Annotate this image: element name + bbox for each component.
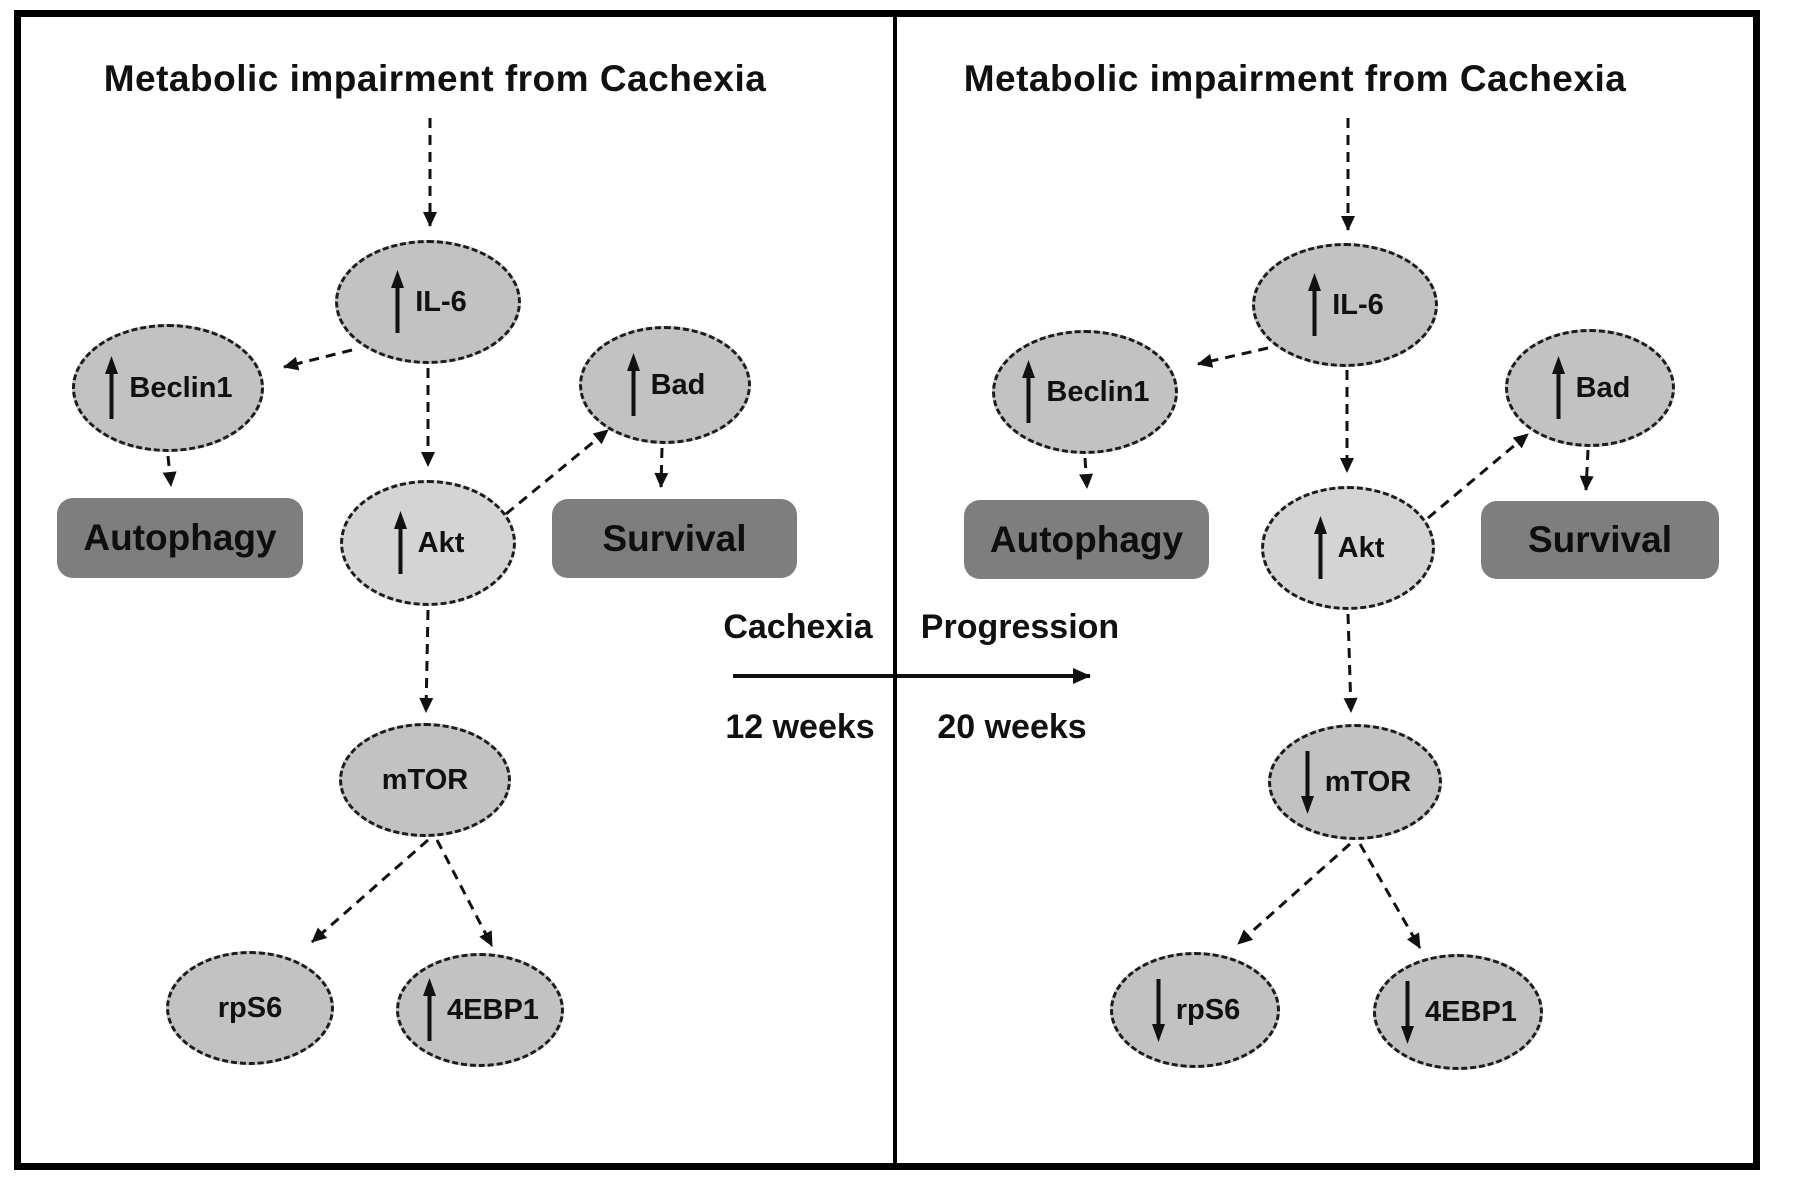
trend-arrow-icon: [392, 510, 409, 576]
node-label: Autophagy: [83, 517, 277, 558]
node-rps6-right: rpS6: [1110, 952, 1280, 1068]
trend-arrow-icon: [1399, 979, 1416, 1045]
node-label: 4EBP1: [1425, 995, 1517, 1028]
node-label: IL-6: [1332, 288, 1384, 321]
timepoint-12-weeks: 12 weeks: [725, 708, 875, 746]
node-akt-left: Akt: [340, 480, 516, 606]
node-beclin1-left: Beclin1: [72, 324, 264, 452]
trend-arrow-icon: [389, 269, 406, 335]
node-autophagy-right: Autophagy: [964, 500, 1209, 579]
node-4ebp1-left: 4EBP1: [396, 953, 564, 1067]
node-label: Survival: [1528, 519, 1672, 560]
phase-label-cachexia: Cachexia: [723, 608, 873, 646]
node-autophagy-left: Autophagy: [57, 498, 303, 578]
node-label: Beclin1: [129, 371, 233, 404]
node-label: mTOR: [381, 763, 469, 796]
node-label: Bad: [1575, 371, 1631, 404]
trend-arrow-icon: [421, 977, 438, 1043]
trend-arrow-icon: [1150, 977, 1167, 1043]
phase-label-progression: Progression: [920, 608, 1120, 646]
node-4ebp1-right: 4EBP1: [1373, 954, 1543, 1070]
trend-arrow-icon: [625, 352, 642, 418]
node-beclin1-right: Beclin1: [992, 330, 1178, 454]
node-label: Bad: [650, 368, 706, 401]
trend-arrow-icon: [1312, 515, 1329, 581]
node-label: rpS6: [1175, 993, 1241, 1026]
node-label: mTOR: [1324, 765, 1412, 798]
node-bad-left: Bad: [579, 326, 751, 444]
outer-border: [14, 10, 1760, 1170]
node-label: Akt: [1337, 531, 1385, 564]
trend-arrow-icon: [1550, 355, 1567, 421]
node-survival-left: Survival: [552, 499, 797, 578]
trend-arrow-icon: [1299, 749, 1316, 815]
node-label: rpS6: [217, 991, 283, 1024]
node-rps6-left: rpS6: [166, 951, 334, 1065]
node-survival-right: Survival: [1481, 501, 1719, 579]
node-label: Autophagy: [989, 518, 1184, 560]
panel-divider: [893, 10, 897, 1170]
trend-arrow-icon: [103, 355, 120, 421]
node-bad-right: Bad: [1505, 329, 1675, 447]
node-il6-left: IL-6: [335, 240, 521, 364]
node-mtor-left: mTOR: [339, 723, 511, 837]
node-label: Survival: [602, 517, 747, 559]
panel-title-right: Metabolic impairment from Cachexia: [963, 58, 1627, 99]
trend-arrow-icon: [1020, 359, 1037, 425]
node-label: 4EBP1: [447, 993, 539, 1026]
timepoint-20-weeks: 20 weeks: [937, 708, 1087, 746]
panel-title-left: Metabolic impairment from Cachexia: [103, 58, 767, 99]
node-label: Beclin1: [1046, 375, 1150, 408]
node-il6-right: IL-6: [1252, 243, 1438, 367]
node-label: IL-6: [415, 285, 467, 318]
node-mtor-right: mTOR: [1268, 724, 1442, 840]
trend-arrow-icon: [1306, 272, 1323, 338]
node-akt-right: Akt: [1261, 486, 1435, 610]
node-label: Akt: [417, 526, 465, 559]
